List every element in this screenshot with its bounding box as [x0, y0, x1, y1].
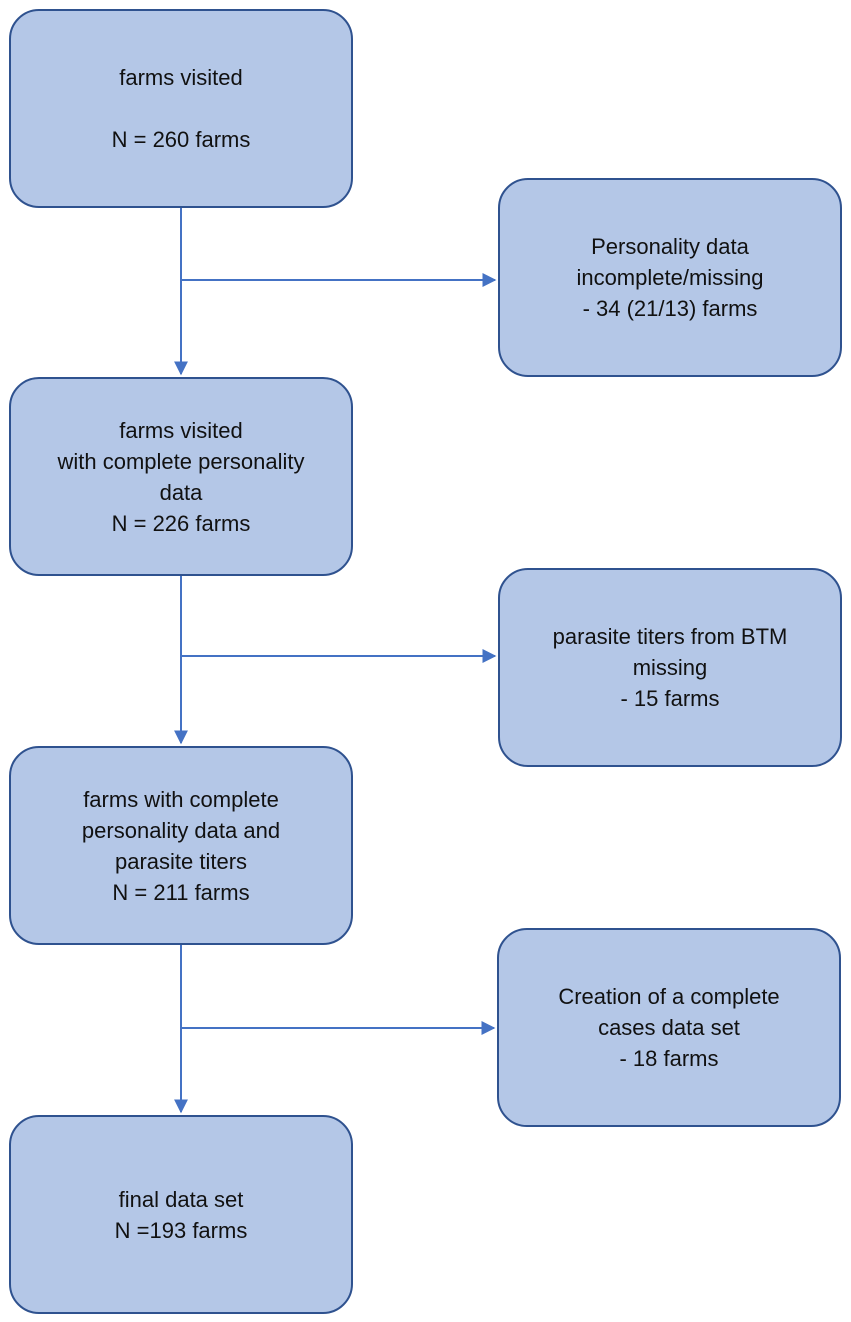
exclusion-box-personality-missing: Personality data incomplete/missing - 34…	[498, 178, 842, 377]
exclusion-line: - 18 farms	[619, 1046, 719, 1071]
box-title-line: farms with complete	[83, 786, 279, 812]
flow-box-complete-personality: farms visited with complete personality …	[9, 377, 353, 576]
box-title-line: parasite titers	[114, 848, 248, 874]
exclusion-line: parasite titers from BTM	[552, 624, 788, 649]
flow-box-final-data-set: final data set N =193 farms	[9, 1115, 353, 1314]
exclusion-box-complete-cases: Creation of a complete cases data set - …	[497, 928, 841, 1127]
exclusion-line: - 34 (21/13) farms	[582, 296, 758, 321]
box-count: N = 226 farms	[111, 510, 251, 536]
exclusion-line: incomplete/missing	[576, 265, 764, 290]
exclusion-line: cases data set	[598, 1015, 740, 1040]
box-count: N =193 farms	[114, 1217, 248, 1243]
flow-box-farms-visited: farms visited N = 260 farms	[9, 9, 353, 208]
exclusion-line: - 15 farms	[620, 686, 720, 711]
box-title: final data set	[118, 1186, 244, 1212]
box-count: N = 211 farms	[112, 879, 250, 905]
exclusion-line: missing	[632, 655, 708, 680]
exclusion-box-titers-missing: parasite titers from BTM missing - 15 fa…	[498, 568, 842, 767]
box-title-line: with complete personality	[57, 448, 305, 474]
flow-box-complete-titers: farms with complete personality data and…	[9, 746, 353, 945]
box-title-line: personality data and	[81, 817, 281, 843]
box-title-line: farms visited	[119, 417, 243, 443]
box-count: N = 260 farms	[111, 127, 251, 152]
exclusion-line: Creation of a complete	[558, 984, 780, 1009]
exclusion-line: Personality data	[591, 234, 749, 259]
box-title: farms visited	[119, 65, 243, 90]
box-title-line: data	[159, 479, 203, 505]
